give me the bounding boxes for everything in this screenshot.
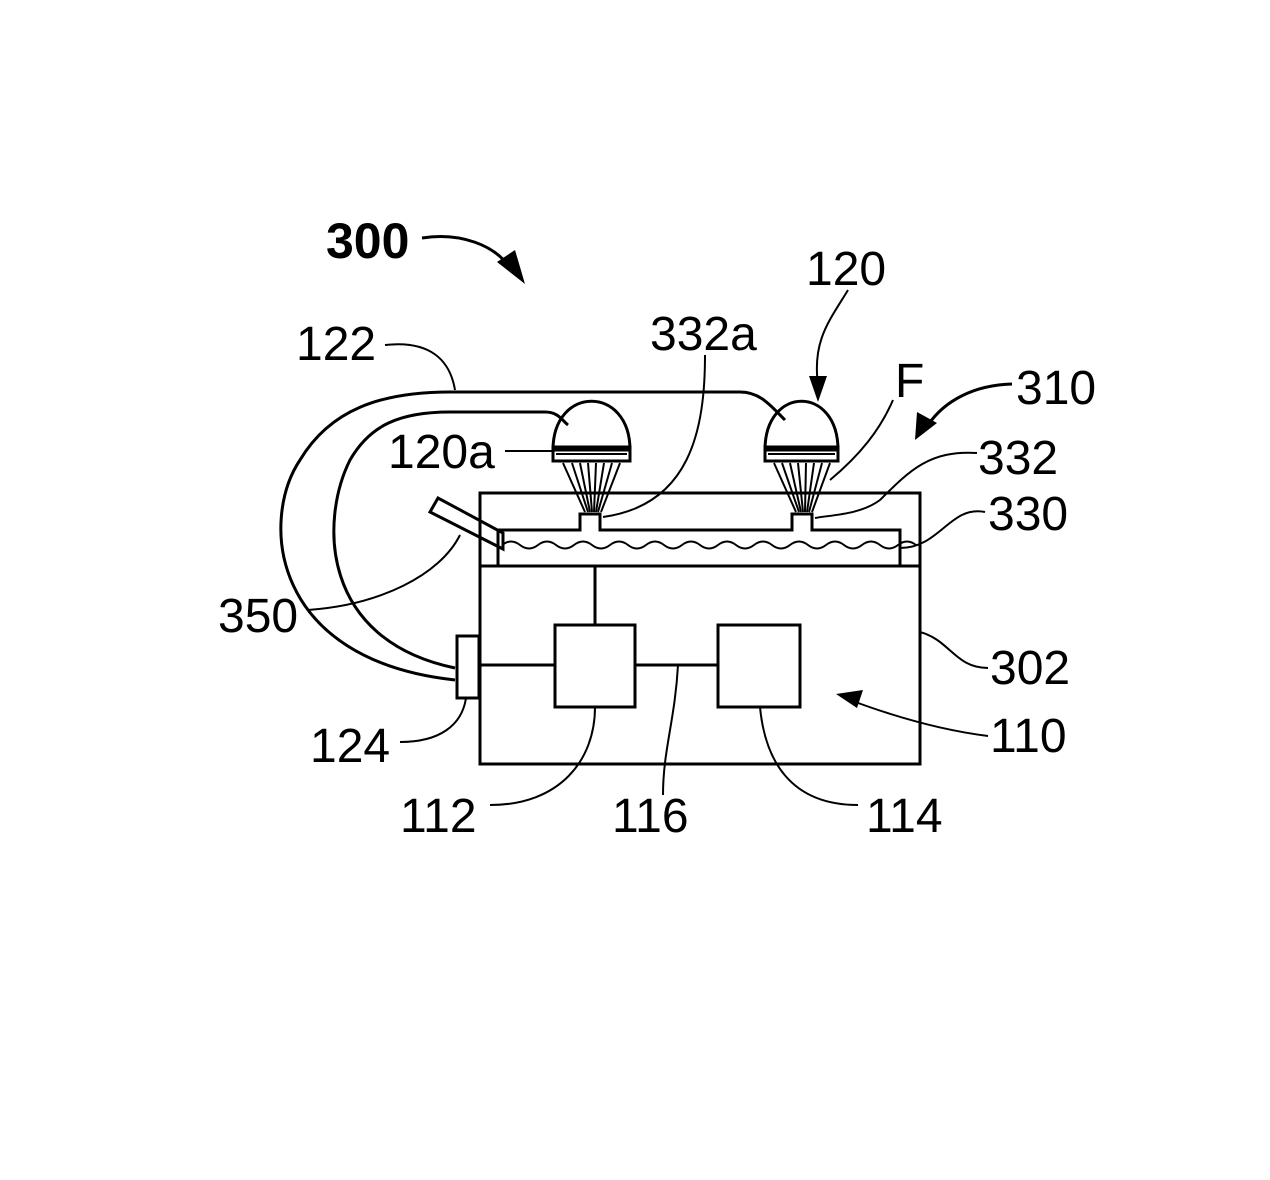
- leader-122: [385, 344, 455, 390]
- label-F: F: [895, 355, 924, 408]
- label-332: 332: [978, 432, 1058, 485]
- label-110: 110: [990, 710, 1067, 763]
- label-120a: 120a: [388, 426, 495, 479]
- label-116: 116: [612, 790, 689, 843]
- leader-350: [308, 535, 460, 610]
- label-122: 122: [296, 318, 376, 371]
- label-332a: 332a: [650, 308, 757, 361]
- controller-block: [555, 625, 635, 707]
- lamp-right: [765, 401, 838, 512]
- power-unit-block: [718, 625, 800, 707]
- leader-124: [400, 698, 466, 742]
- arrow-120-head: [809, 376, 827, 402]
- label-114: 114: [866, 790, 943, 843]
- label-300: 300: [326, 213, 409, 269]
- leader-116: [663, 665, 678, 795]
- label-330: 330: [988, 488, 1068, 541]
- leader-F: [830, 400, 893, 480]
- label-310: 310: [1016, 362, 1096, 415]
- label-350: 350: [218, 590, 298, 643]
- label-120: 120: [806, 243, 886, 296]
- leader-112: [490, 707, 595, 805]
- fluid-surface: [502, 542, 916, 549]
- leader-120: [817, 290, 848, 385]
- arrow-300: [422, 237, 510, 268]
- arrow-310: [928, 384, 1012, 425]
- label-112: 112: [400, 790, 477, 843]
- leader-114: [760, 707, 858, 805]
- arrow-110-head: [836, 690, 863, 708]
- cable-outer-line: [281, 392, 785, 680]
- label-302: 302: [990, 642, 1070, 695]
- fill-port: [430, 498, 503, 549]
- connector: [457, 636, 479, 698]
- leader-302: [920, 632, 988, 668]
- lamp-left: [553, 401, 630, 512]
- arrow-300-head: [497, 250, 525, 284]
- reservoir-outline: [498, 514, 900, 566]
- label-124: 124: [310, 720, 390, 773]
